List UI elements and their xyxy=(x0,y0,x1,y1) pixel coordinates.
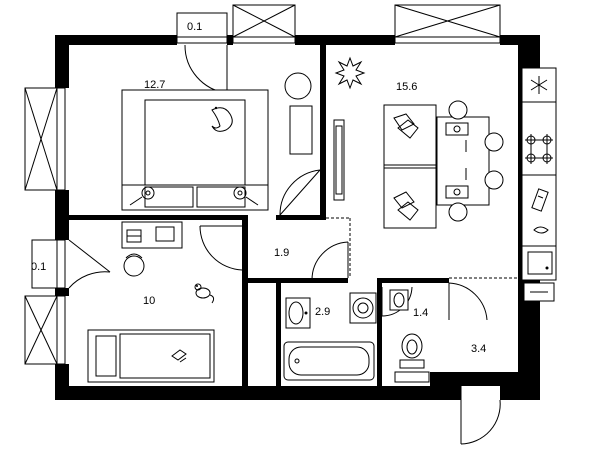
room-area-bathroom: 2.9 xyxy=(315,306,330,318)
kitchen-counter xyxy=(521,67,557,281)
door-balcony-left xyxy=(68,239,111,289)
nightstand-right-icon xyxy=(233,186,259,206)
toilet-sink-icon xyxy=(389,289,409,311)
sofa xyxy=(383,104,437,229)
shoe-cabinet xyxy=(523,282,555,302)
stove-icon xyxy=(525,134,553,164)
desk xyxy=(121,221,183,277)
cat-sleeping-icon xyxy=(211,106,233,132)
window-left-lower xyxy=(24,295,66,365)
ceiling-light-icon xyxy=(334,56,366,90)
double-bed xyxy=(121,89,269,211)
toy-icon xyxy=(171,349,187,363)
toilet-cabinet xyxy=(394,371,430,383)
kitchen-sink-icon xyxy=(527,251,553,275)
room-area-toilet: 1.4 xyxy=(413,307,428,319)
room-area-kids-room: 10 xyxy=(143,295,155,307)
wardrobe xyxy=(289,105,313,155)
room-area-balcony-left: 0.1 xyxy=(31,261,46,273)
fridge-snowflake-icon xyxy=(530,76,548,94)
window-top-right xyxy=(394,4,501,44)
room-area-bedroom: 12.7 xyxy=(144,79,165,91)
door-balcony-top xyxy=(184,44,228,94)
window-left-upper xyxy=(24,87,66,191)
window-top-center xyxy=(232,4,296,44)
bathtub xyxy=(283,341,375,381)
washing-machine-icon xyxy=(349,292,377,324)
room-area-living-kitchen: 15.6 xyxy=(396,81,417,93)
leaf-icon xyxy=(533,226,549,234)
nightstand-left-icon xyxy=(129,186,155,206)
mouse-toy-icon xyxy=(194,283,215,304)
room-area-hall: 1.9 xyxy=(274,247,289,259)
door-living xyxy=(311,241,349,281)
door-kids-room xyxy=(199,225,243,271)
interior-walls xyxy=(69,45,518,386)
dining-table xyxy=(436,100,504,222)
room-area-entrance: 3.4 xyxy=(471,343,486,355)
washbasin-icon xyxy=(285,297,311,329)
door-bedroom xyxy=(279,169,321,216)
toilet-icon xyxy=(399,333,425,369)
room-area-balcony-top: 0.1 xyxy=(187,21,202,33)
kettle-icon xyxy=(531,188,549,212)
armchair-round xyxy=(284,72,312,100)
door-entrance xyxy=(448,282,501,445)
single-bed xyxy=(87,329,215,383)
